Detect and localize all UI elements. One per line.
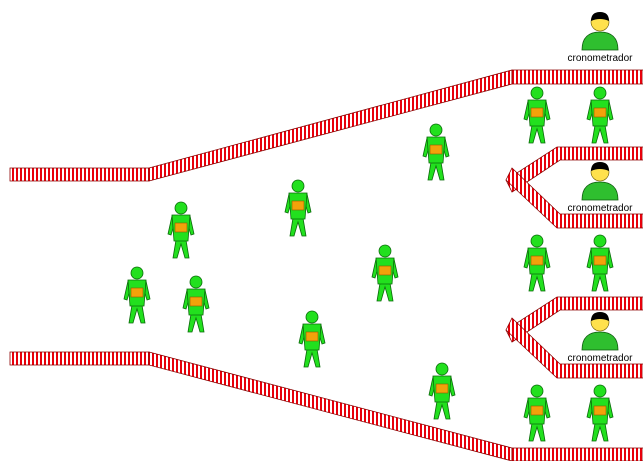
- runner-icon: [168, 202, 194, 258]
- runner-head: [292, 180, 304, 192]
- runner-head: [131, 267, 143, 279]
- runner-legs: [592, 273, 608, 291]
- barrier-top-left: [10, 168, 149, 181]
- runner-icon: [285, 180, 311, 236]
- runner-legs: [592, 423, 608, 441]
- timer-icon: cronometrador: [567, 12, 633, 64]
- runner-legs: [129, 305, 145, 323]
- runner-icon: [299, 311, 325, 367]
- runner-bib: [594, 256, 606, 265]
- timer-icon: cronometrador: [567, 162, 633, 214]
- runner-icon: [429, 363, 455, 419]
- runner-head: [175, 202, 187, 214]
- barrier-top-right: [512, 70, 643, 84]
- runner-icon: [524, 385, 550, 441]
- runner-bib: [531, 406, 543, 415]
- runners: [124, 87, 613, 441]
- runner-legs: [592, 125, 608, 143]
- runner-head: [379, 245, 391, 257]
- runner-head: [594, 87, 606, 99]
- timer-label: cronometrador: [567, 353, 633, 364]
- runner-legs: [529, 125, 545, 143]
- runner-icon: [423, 124, 449, 180]
- runner-bib: [531, 256, 543, 265]
- runner-icon: [587, 235, 613, 291]
- runner-legs: [377, 283, 393, 301]
- runner-icon: [183, 276, 209, 332]
- runner-bib: [292, 201, 304, 210]
- timer-label: cronometrador: [567, 53, 633, 64]
- runner-bib: [436, 384, 448, 393]
- barrier-top-diagonal: [149, 70, 512, 181]
- timers: cronometrador cronometrador cronometrado…: [567, 12, 633, 364]
- runner-bib: [379, 266, 391, 275]
- runner-head: [306, 311, 318, 323]
- runner-legs: [434, 401, 450, 419]
- timer-icon: cronometrador: [567, 312, 633, 364]
- runner-head: [531, 87, 543, 99]
- runner-bib: [306, 332, 318, 341]
- timer-body: [582, 182, 618, 200]
- runner-legs: [529, 273, 545, 291]
- timer-body: [582, 332, 618, 350]
- runner-legs: [188, 314, 204, 332]
- runner-bib: [594, 406, 606, 415]
- barrier-bottom-left: [10, 352, 149, 365]
- runner-icon: [587, 385, 613, 441]
- runner-bib: [131, 288, 143, 297]
- runner-icon: [124, 267, 150, 323]
- runner-head: [531, 385, 543, 397]
- runner-icon: [524, 87, 550, 143]
- runner-bib: [531, 108, 543, 117]
- runner-bib: [430, 145, 442, 154]
- runner-legs: [304, 349, 320, 367]
- runner-icon: [587, 87, 613, 143]
- timer-body: [582, 32, 618, 50]
- barrier-bottom-right: [512, 448, 643, 461]
- runner-bib: [594, 108, 606, 117]
- runner-bib: [175, 223, 187, 232]
- runner-legs: [173, 240, 189, 258]
- barrier-bottom-diagonal: [149, 352, 512, 461]
- runner-legs: [529, 423, 545, 441]
- runner-head: [594, 235, 606, 247]
- runner-head: [190, 276, 202, 288]
- runner-head: [594, 385, 606, 397]
- runner-head: [430, 124, 442, 136]
- timer-label: cronometrador: [567, 203, 633, 214]
- runner-head: [436, 363, 448, 375]
- runner-legs: [290, 218, 306, 236]
- runner-head: [531, 235, 543, 247]
- runner-icon: [372, 245, 398, 301]
- runner-bib: [190, 297, 202, 306]
- runner-legs: [428, 162, 444, 180]
- runner-icon: [524, 235, 550, 291]
